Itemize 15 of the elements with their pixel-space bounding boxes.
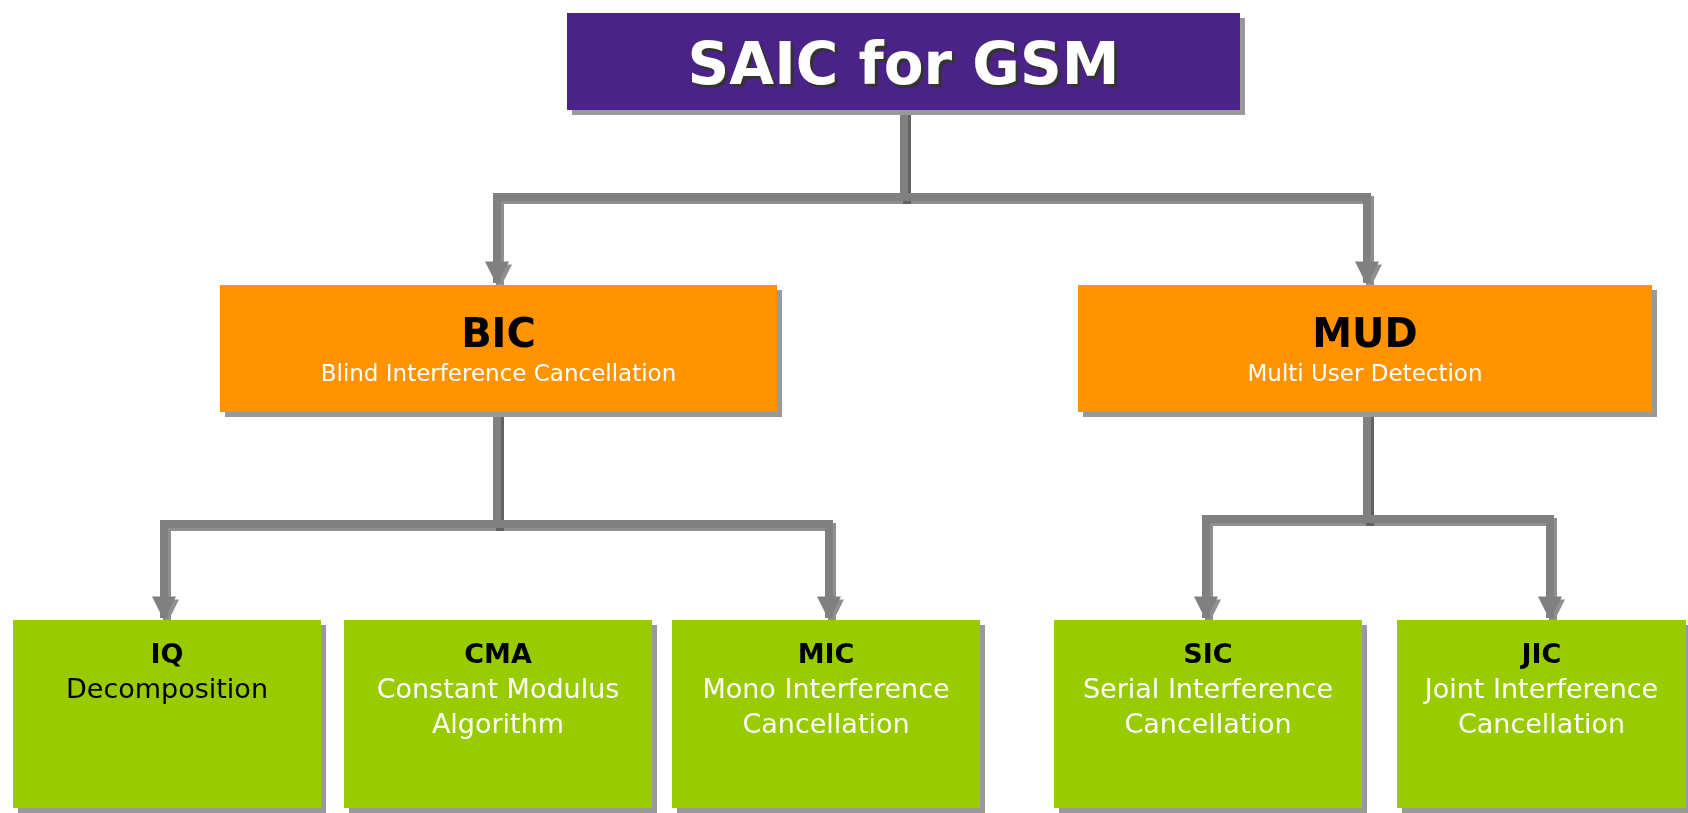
heading: IQ xyxy=(150,637,184,671)
heading: SIC xyxy=(1183,637,1233,671)
heading: MUD xyxy=(1312,309,1418,358)
description: Mono Interference Cancellation xyxy=(701,672,951,742)
description: Constant Modulus Algorithm xyxy=(375,672,621,742)
description: Blind Interference Cancellation xyxy=(320,359,677,388)
description: Decomposition xyxy=(66,672,268,707)
description: Multi User Detection xyxy=(1247,359,1483,388)
heading: BIC xyxy=(461,309,536,358)
heading: MIC xyxy=(797,637,855,671)
heading: CMA xyxy=(464,637,532,671)
heading: JIC xyxy=(1521,637,1562,671)
description: Joint Interference Cancellation xyxy=(1422,672,1660,742)
heading: SAIC for GSM xyxy=(687,29,1120,100)
description: Serial Interference Cancellation xyxy=(1081,672,1335,742)
